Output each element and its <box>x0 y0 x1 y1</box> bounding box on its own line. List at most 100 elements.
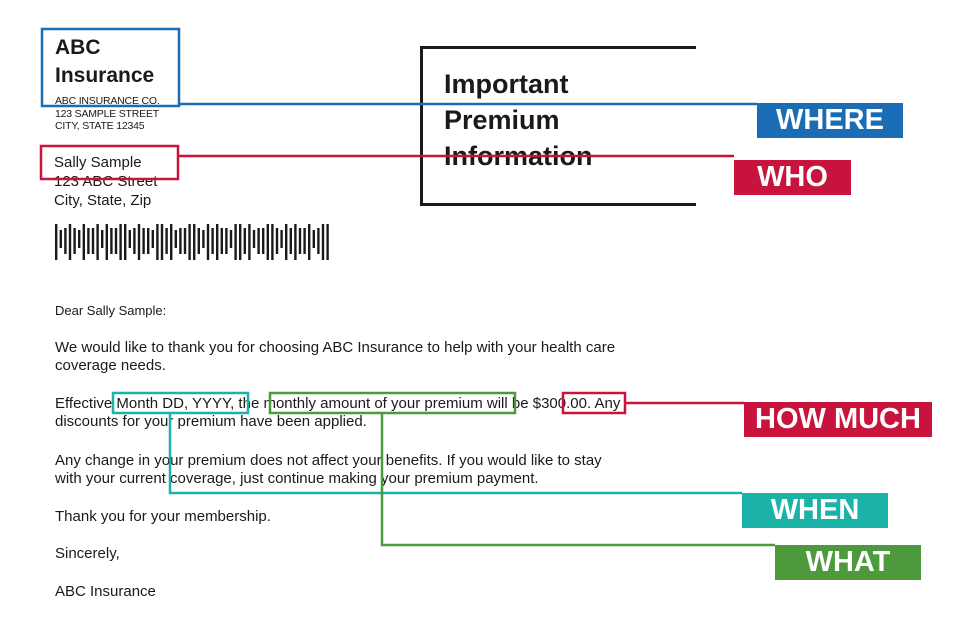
barcode-bar <box>285 224 288 260</box>
barcode-bar <box>220 228 223 254</box>
barcode-bar <box>147 228 150 254</box>
barcode-bar <box>257 228 260 254</box>
barcode-bar <box>326 224 329 260</box>
barcode-bar <box>321 224 325 260</box>
signature: ABC Insurance <box>55 583 156 600</box>
barcode-bar <box>303 228 306 254</box>
barcode-bar <box>133 228 136 254</box>
p2-the: the <box>234 395 264 412</box>
notice-title-box <box>420 46 696 206</box>
notice-title-line3: Information <box>444 141 593 171</box>
barcode-bar <box>170 224 173 260</box>
barcode-bar <box>317 228 320 254</box>
what-tag-label: WHAT <box>805 546 891 578</box>
barcode-bar <box>298 228 302 254</box>
greeting: Dear Sally Sample: <box>55 303 167 318</box>
barcode-bar <box>243 228 246 254</box>
barcode-bar <box>151 230 154 248</box>
recipient-city: City, State, Zip <box>54 192 152 209</box>
p2-effective: Effective <box>55 395 117 412</box>
premium-description: monthly amount of your premium <box>263 395 483 412</box>
recipient-address: Sally Sample 123 ABC Street City, State,… <box>54 153 157 210</box>
barcode-bar <box>229 230 233 248</box>
barcode-bar <box>308 224 311 260</box>
barcode-bar <box>110 228 113 254</box>
sender-address-line2: 123 SAMPLE STREET <box>55 107 159 120</box>
paragraph-2: Effective Month DD, YYYY, the monthly am… <box>55 395 620 431</box>
barcode-bar <box>137 224 141 260</box>
barcode-bar <box>216 224 219 260</box>
sender-name: ABC Insurance <box>55 34 154 90</box>
paragraph-2-line2: discounts for your premium have been app… <box>55 413 367 430</box>
paragraph-1-line1: We would like to thank you for choosing … <box>55 339 616 356</box>
sender-address: ABC INSURANCE CO. 123 SAMPLE STREET CITY… <box>55 95 160 133</box>
paragraph-1: We would like to thank you for choosing … <box>55 339 615 375</box>
barcode-bar <box>82 224 85 260</box>
notice-title-line1: Important <box>444 69 569 99</box>
paragraph-1-line2: coverage needs. <box>55 357 166 374</box>
barcode-bar <box>68 224 72 260</box>
barcode-bar <box>275 228 279 254</box>
barcode-bar <box>96 224 99 260</box>
barcode-bar <box>165 228 168 254</box>
recipient-name: Sally Sample <box>54 154 142 171</box>
where-tag: WHERE <box>757 103 903 138</box>
recipient-street: 123 ABC Street <box>54 173 158 190</box>
notice-title: Important Premium Information <box>444 66 593 174</box>
barcode-bar <box>193 224 196 260</box>
who-tag-label: WHO <box>757 161 828 193</box>
barcode-bar <box>266 224 269 260</box>
barcode-bar <box>225 228 228 254</box>
barcode-bar <box>206 224 210 260</box>
barcode-bar <box>114 228 118 254</box>
barcode-bar <box>105 224 108 260</box>
barcode-bar <box>211 228 214 254</box>
sender-name-line1: ABC <box>55 36 101 59</box>
barcode-bar <box>142 228 145 254</box>
barcode-bar <box>252 230 256 248</box>
p2-any: . Any <box>586 395 621 412</box>
effective-date: Month DD, YYYY, <box>116 395 235 412</box>
what-tag: WHAT <box>775 545 921 580</box>
sender-address-line1: ABC INSURANCE CO. <box>55 95 160 107</box>
barcode-bar <box>174 230 177 248</box>
barcode-bar <box>312 230 315 248</box>
premium-amount: $300.00 <box>532 395 587 412</box>
barcode-bar <box>183 228 187 254</box>
paragraph-4: Thank you for your membership. <box>55 508 271 525</box>
barcode-bar <box>271 224 274 260</box>
barcode-bar <box>262 228 265 254</box>
when-tag: WHEN <box>742 493 888 528</box>
paragraph-3: Any change in your premium does not affe… <box>55 452 602 488</box>
barcode-bar <box>289 228 292 254</box>
who-tag: WHO <box>734 160 851 195</box>
barcode-bar <box>124 224 127 260</box>
paragraph-3-line1: Any change in your premium does not affe… <box>55 452 602 469</box>
barcode-bar <box>197 228 200 254</box>
barcode-bar <box>294 224 297 260</box>
sender-name-line2: Insurance <box>55 64 155 87</box>
barcode <box>55 224 329 260</box>
barcode-bar <box>280 230 283 248</box>
barcode-bar <box>156 224 159 260</box>
barcode-bar <box>91 228 95 254</box>
paragraph-2-line1: Effective Month DD, YYYY, the monthly am… <box>55 395 620 413</box>
barcode-bar <box>234 224 237 260</box>
closing: Sincerely, <box>55 545 120 562</box>
barcode-bar <box>202 230 205 248</box>
barcode-bar <box>179 228 182 254</box>
barcode-bar <box>101 230 104 248</box>
barcode-bar <box>119 224 122 260</box>
p2-will-be: will be <box>482 395 533 412</box>
barcode-bar <box>73 228 76 254</box>
how-much-tag: HOW MUCH <box>744 402 932 437</box>
barcode-bar <box>64 228 67 254</box>
barcode-bar <box>239 224 242 260</box>
where-tag-label: WHERE <box>776 104 884 136</box>
paragraph-3-line2: with your current coverage, just continu… <box>55 470 539 487</box>
how-much-tag-label: HOW MUCH <box>755 403 921 435</box>
barcode-bar <box>160 224 164 260</box>
barcode-bar <box>128 230 131 248</box>
barcode-bar <box>55 224 58 260</box>
barcode-bar <box>78 230 81 248</box>
